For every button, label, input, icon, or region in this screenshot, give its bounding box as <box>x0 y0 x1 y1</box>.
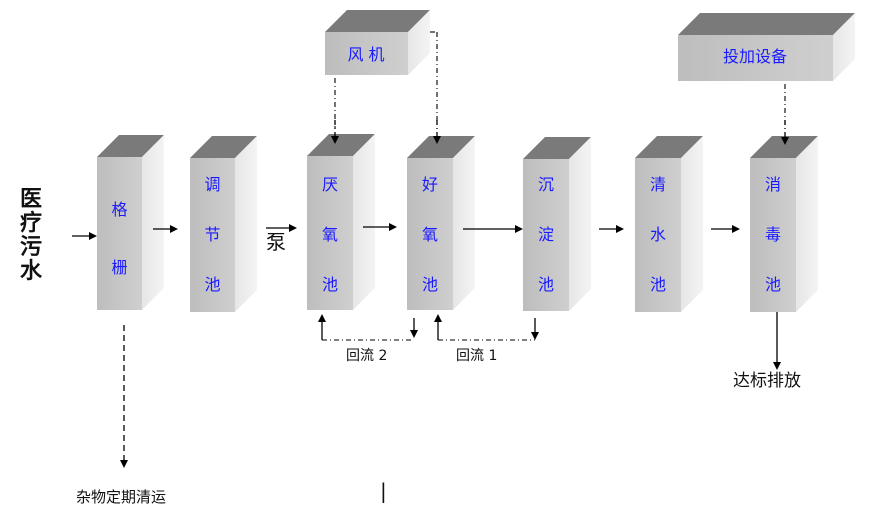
tank-anoxic-char: 氧 <box>322 225 338 244</box>
tank-clear-side <box>681 136 703 312</box>
tank-grille-top <box>97 135 164 157</box>
dosing-equipment-box-front <box>678 35 833 81</box>
tank-adjust-side <box>235 136 257 312</box>
input-label-char: 疗 <box>20 210 42 236</box>
blower-box-side <box>408 10 430 75</box>
blower-box <box>325 10 430 75</box>
pump-label: 泵 <box>266 230 286 254</box>
tank-anoxic-front <box>307 156 353 310</box>
text-cursor-mark: | <box>380 479 387 503</box>
tank-settling-side <box>569 137 591 311</box>
tank-aerobic-char: 池 <box>422 275 438 294</box>
tank-settling <box>523 137 591 311</box>
reflux-2-label: 回流 2 <box>346 348 387 364</box>
tank-aerobic-char: 好 <box>422 175 438 194</box>
blower-label: 风 机 <box>347 45 384 64</box>
tank-grille <box>97 135 164 310</box>
reflux-1-label: 回流 1 <box>456 348 497 364</box>
blower-box-top <box>325 10 430 32</box>
tank-settling-char: 淀 <box>538 225 554 244</box>
tank-anoxic-top <box>307 134 375 156</box>
tank-boxes <box>97 10 855 312</box>
tank-adjust-char: 池 <box>204 275 220 294</box>
tank-settling-top <box>523 137 591 159</box>
tank-clear <box>635 136 703 312</box>
tank-adjust-top <box>190 136 257 158</box>
dosing-equipment-box-side <box>833 13 855 81</box>
dosing-equipment-box <box>678 13 855 81</box>
tank-disinfect-char: 池 <box>765 275 781 294</box>
tank-aerobic <box>407 136 475 310</box>
tank-grille-front <box>97 157 142 310</box>
tank-grille-char: 栅 <box>111 258 127 277</box>
dosing-label: 投加设备 <box>723 47 787 66</box>
tank-anoxic-side <box>353 134 375 310</box>
tank-clear-char: 清 <box>650 175 666 194</box>
tank-clear-char: 水 <box>650 225 666 244</box>
tank-aerobic-side <box>453 136 475 310</box>
tank-disinfect <box>750 136 818 312</box>
input-label-char: 医 <box>20 187 42 212</box>
tank-adjust <box>190 136 257 312</box>
input-label: 医疗污水 <box>20 187 43 284</box>
flow-connectors <box>72 31 789 468</box>
tank-adjust-char: 调 <box>204 175 220 194</box>
tank-anoxic-char: 池 <box>322 275 338 294</box>
tank-grille-side <box>142 135 164 310</box>
tank-aerobic-front <box>407 158 453 310</box>
debris-label: 杂物定期清运 <box>76 488 166 506</box>
tank-adjust-char: 节 <box>204 225 220 244</box>
tank-settling-front <box>523 159 569 311</box>
input-label-char: 污 <box>20 235 42 260</box>
tank-clear-char: 池 <box>650 275 666 294</box>
tank-anoxic-char: 厌 <box>322 175 338 194</box>
input-label-char: 水 <box>20 259 43 284</box>
tank-clear-top <box>635 136 703 158</box>
dosing-equipment-box-top <box>678 13 855 35</box>
tank-settling-char: 沉 <box>538 175 554 194</box>
tank-labels: 格栅 调节池 厌氧池 好氧池 沉淀池 清水池 消毒池 风 机 投加设备 <box>111 45 787 294</box>
tank-adjust-front <box>190 158 235 312</box>
tank-disinfect-char: 消 <box>765 175 781 194</box>
tank-aerobic-char: 氧 <box>422 225 438 244</box>
tank-anoxic <box>307 134 375 310</box>
tank-disinfect-front <box>750 158 796 312</box>
tank-clear-front <box>635 158 681 312</box>
tank-disinfect-char: 毒 <box>765 225 781 244</box>
tank-disinfect-top <box>750 136 818 158</box>
tank-settling-char: 池 <box>538 275 554 294</box>
tank-grille-char: 格 <box>111 200 127 219</box>
tank-disinfect-side <box>796 136 818 312</box>
discharge-label: 达标排放 <box>733 371 801 391</box>
tank-aerobic-top <box>407 136 475 158</box>
blower-box-front <box>325 32 408 75</box>
